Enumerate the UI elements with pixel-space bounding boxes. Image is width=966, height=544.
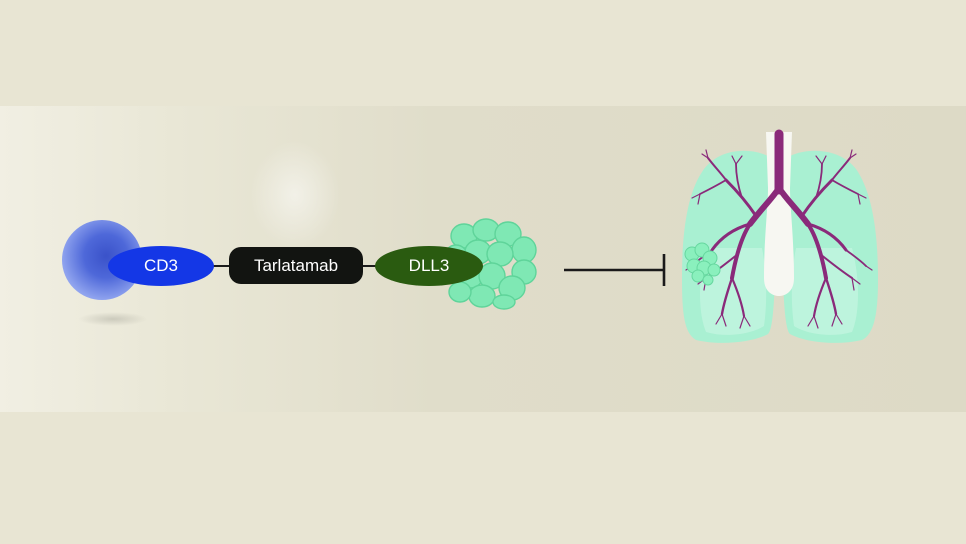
lung-tumor-icon [684,242,721,286]
tarlatamab-dll3-link [362,265,376,267]
lungs-icon [682,129,878,343]
cd3-tarlatamab-link [213,265,230,267]
inhibition-arrow-icon [564,254,666,286]
cd3-label: CD3 [108,246,214,286]
t-cell-shadow [78,312,148,326]
tarlatamab-label: Tarlatamab [229,247,363,284]
dll3-label: DLL3 [375,246,483,286]
background-glow [250,140,340,250]
